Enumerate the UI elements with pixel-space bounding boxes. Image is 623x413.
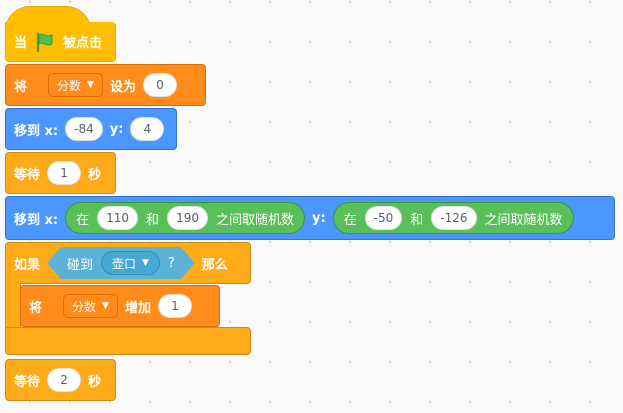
if-label: 如果 bbox=[14, 257, 41, 273]
touching-target-name: 壶口 bbox=[112, 256, 137, 271]
then-label: 那么 bbox=[201, 257, 228, 273]
when-flag-clicked-block[interactable]: 当 被点击 bbox=[5, 22, 116, 62]
random-y-from-input[interactable]: -50 bbox=[364, 206, 403, 230]
if-block-bottom-arm bbox=[5, 327, 251, 355]
wait-block[interactable]: 等待 1 秒 bbox=[5, 152, 116, 194]
variable-dropdown[interactable]: 分数 ▼ bbox=[48, 73, 103, 97]
question-mark-label: ? bbox=[167, 255, 175, 271]
variable-dropdown[interactable]: 分数 ▼ bbox=[63, 294, 118, 318]
set-to-label: 设为 bbox=[109, 79, 136, 95]
green-flag-icon bbox=[36, 32, 53, 52]
goto-y-label: y: bbox=[109, 121, 124, 137]
if-then-block[interactable]: 如果 碰到 壶口 ▼ ? 那么 bbox=[5, 242, 251, 284]
goto-x-label: 移到 x: bbox=[14, 212, 59, 228]
caret-down-icon: ▼ bbox=[142, 258, 149, 268]
variable-name: 分数 bbox=[72, 299, 97, 314]
wait-label: 等待 bbox=[14, 167, 41, 183]
random-x-from-input[interactable]: 110 bbox=[97, 206, 139, 230]
goto-random-xy-block[interactable]: 移到 x: 在 110 和 190 之间取随机数 y: 在 -50 和 -126… bbox=[5, 196, 615, 240]
pick-label: 在 bbox=[343, 212, 357, 228]
set-value-input[interactable]: 0 bbox=[142, 73, 177, 97]
touching-target-dropdown[interactable]: 壶口 ▼ bbox=[101, 251, 160, 275]
pick-random-y-operator[interactable]: 在 -50 和 -126 之间取随机数 bbox=[332, 202, 574, 234]
wait-block[interactable]: 等待 2 秒 bbox=[5, 359, 116, 401]
goto-y-input[interactable]: 4 bbox=[130, 117, 165, 141]
pick-random-x-operator[interactable]: 在 110 和 190 之间取随机数 bbox=[65, 202, 305, 234]
if-block-left-arm bbox=[5, 283, 21, 329]
seconds-label: 秒 bbox=[88, 374, 102, 390]
goto-y-label: y: bbox=[311, 210, 326, 226]
set-label: 将 bbox=[14, 79, 28, 95]
change-by-label: 增加 bbox=[124, 300, 151, 316]
change-value-input[interactable]: 1 bbox=[157, 294, 192, 318]
random-x-to-input[interactable]: 190 bbox=[167, 206, 208, 230]
goto-x-label: 移到 x: bbox=[14, 123, 59, 139]
caret-down-icon: ▼ bbox=[87, 80, 94, 90]
touching-label: 碰到 bbox=[67, 257, 94, 273]
wait-seconds-input[interactable]: 1 bbox=[47, 161, 82, 185]
goto-xy-block[interactable]: 移到 x: -84 y: 4 bbox=[5, 108, 177, 150]
random-suffix-label: 之间取随机数 bbox=[215, 212, 294, 228]
wait-label: 等待 bbox=[14, 374, 41, 390]
set-variable-block[interactable]: 将 分数 ▼ 设为 0 bbox=[5, 64, 206, 106]
wait-seconds-input[interactable]: 2 bbox=[47, 368, 82, 392]
and-label: 和 bbox=[410, 212, 424, 228]
when-label: 当 bbox=[14, 36, 28, 51]
goto-x-input[interactable]: -84 bbox=[65, 117, 103, 141]
variable-name: 分数 bbox=[57, 78, 82, 93]
seconds-label: 秒 bbox=[88, 167, 102, 183]
random-y-to-input[interactable]: -126 bbox=[431, 206, 477, 230]
caret-down-icon: ▼ bbox=[102, 301, 109, 311]
change-label: 将 bbox=[29, 300, 43, 316]
random-suffix-label: 之间取随机数 bbox=[484, 212, 563, 228]
and-label: 和 bbox=[146, 212, 160, 228]
clicked-label: 被点击 bbox=[63, 36, 103, 51]
pick-label: 在 bbox=[76, 212, 90, 228]
change-variable-block[interactable]: 将 分数 ▼ 增加 1 bbox=[20, 285, 220, 327]
touching-sensing-block[interactable]: 碰到 壶口 ▼ ? bbox=[47, 247, 195, 279]
